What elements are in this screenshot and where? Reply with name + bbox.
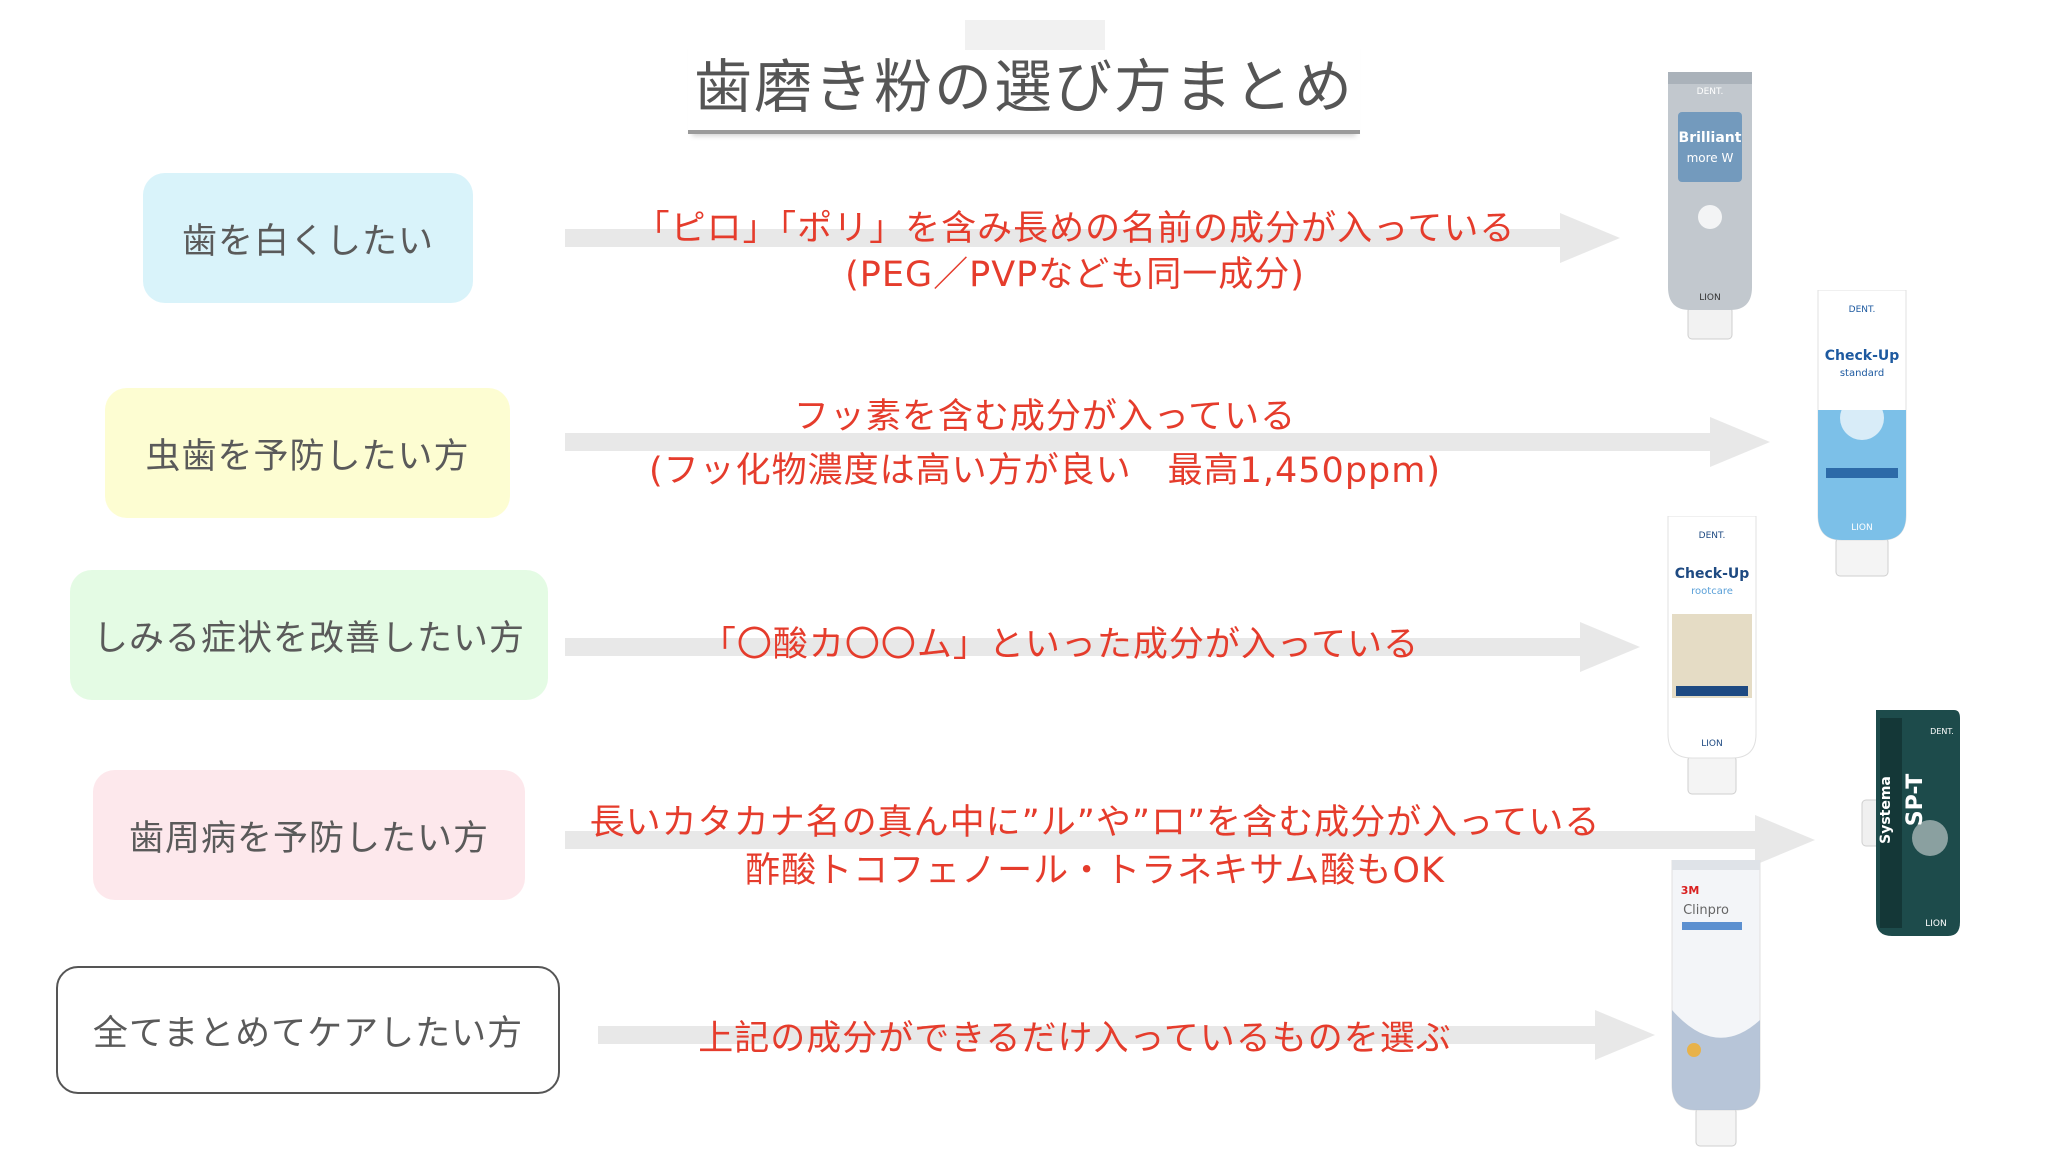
product-brilliant-more: DENT. Brilliant more W LION [1668, 72, 1752, 340]
ingredient-text-all-care-1: 上記の成分ができるだけ入っているものを選ぶ [698, 1019, 1452, 1059]
product-maker: LION [1699, 293, 1721, 303]
arrow-whitening [565, 213, 1620, 263]
ingredient-text-sensitivity-1: 「〇酸カ〇〇ム」といった成分が入っている [700, 625, 1420, 665]
product-name: Check-Up [1675, 566, 1750, 582]
product-maker: LION [1851, 523, 1873, 533]
product-name: Clinpro [1683, 903, 1729, 918]
product-brand: DENT. [1930, 727, 1954, 736]
product-check-up-rootcare: DENT. Check-Up rootcare LION [1667, 516, 1757, 795]
ingredient-text-cavity-1: フッ素を含む成分が入っている [793, 397, 1297, 437]
product-clinpro: 3M Clinpro [1671, 860, 1761, 1147]
arrow-periodontal [565, 815, 1815, 865]
product-brand: 3M [1681, 884, 1700, 897]
ingredient-text-cavity-2: (フッ化物濃度は高い方が良い 最高1,450ppm) [648, 451, 1442, 491]
product-sub: rootcare [1691, 586, 1733, 597]
product-brand: DENT. [1849, 305, 1876, 315]
category-box-cavity: 虫歯を予防したい方 [105, 388, 510, 518]
product-name: Systema [1878, 776, 1894, 844]
category-box-whitening: 歯を白くしたい [143, 173, 473, 303]
category-box-periodontal: 歯周病を予防したい方 [93, 770, 525, 900]
product-maker: LION [1701, 739, 1723, 749]
product-systema-spt: Systema SP-T DENT. LION [1861, 710, 1960, 936]
product-check-up-standard: DENT. Check-Up standard LION [1817, 290, 1907, 577]
ingredient-text-periodontal-1: 長いカタカナ名の真ん中に”ル”や”ロ”を含む成分が入っている [589, 803, 1601, 843]
product-sub: standard [1840, 368, 1884, 379]
arrow-all-care [598, 1010, 1655, 1060]
toothpaste-check-up-standard-icon [1817, 290, 1907, 577]
product-sub: more W [1687, 151, 1734, 165]
category-box-sensitivity: しみる症状を改善したい方 [70, 570, 548, 700]
page-title: 歯磨き粉の選び方まとめ [687, 40, 1360, 134]
product-brand: DENT. [1697, 87, 1724, 97]
product-brand: DENT. [1699, 531, 1726, 541]
product-maker: LION [1925, 919, 1947, 929]
ingredient-text-whitening-2: (PEG／PVPなども同一成分) [845, 255, 1305, 295]
title-overlay [965, 20, 1105, 50]
arrow-cavity [565, 417, 1770, 467]
ingredient-text-whitening-1: 「ピロ」「ポリ」を含み長めの名前の成分が入っている [634, 209, 1516, 249]
toothpaste-systema-spt-icon [1861, 710, 1960, 936]
toothpaste-check-up-rootcare-icon [1667, 516, 1757, 795]
ingredient-text-periodontal-2: 酢酸トコフェノール・トラネキサム酸もOK [745, 851, 1445, 891]
product-name: Brilliant [1679, 130, 1742, 146]
category-box-all-care: 全てまとめてケアしたい方 [56, 966, 560, 1094]
product-sub: SP-T [1903, 774, 1928, 827]
toothpaste-brilliant-more-icon [1668, 72, 1752, 340]
toothpaste-clinpro-icon [1671, 860, 1761, 1147]
arrow-sensitivity [565, 622, 1640, 672]
product-name: Check-Up [1825, 348, 1900, 364]
